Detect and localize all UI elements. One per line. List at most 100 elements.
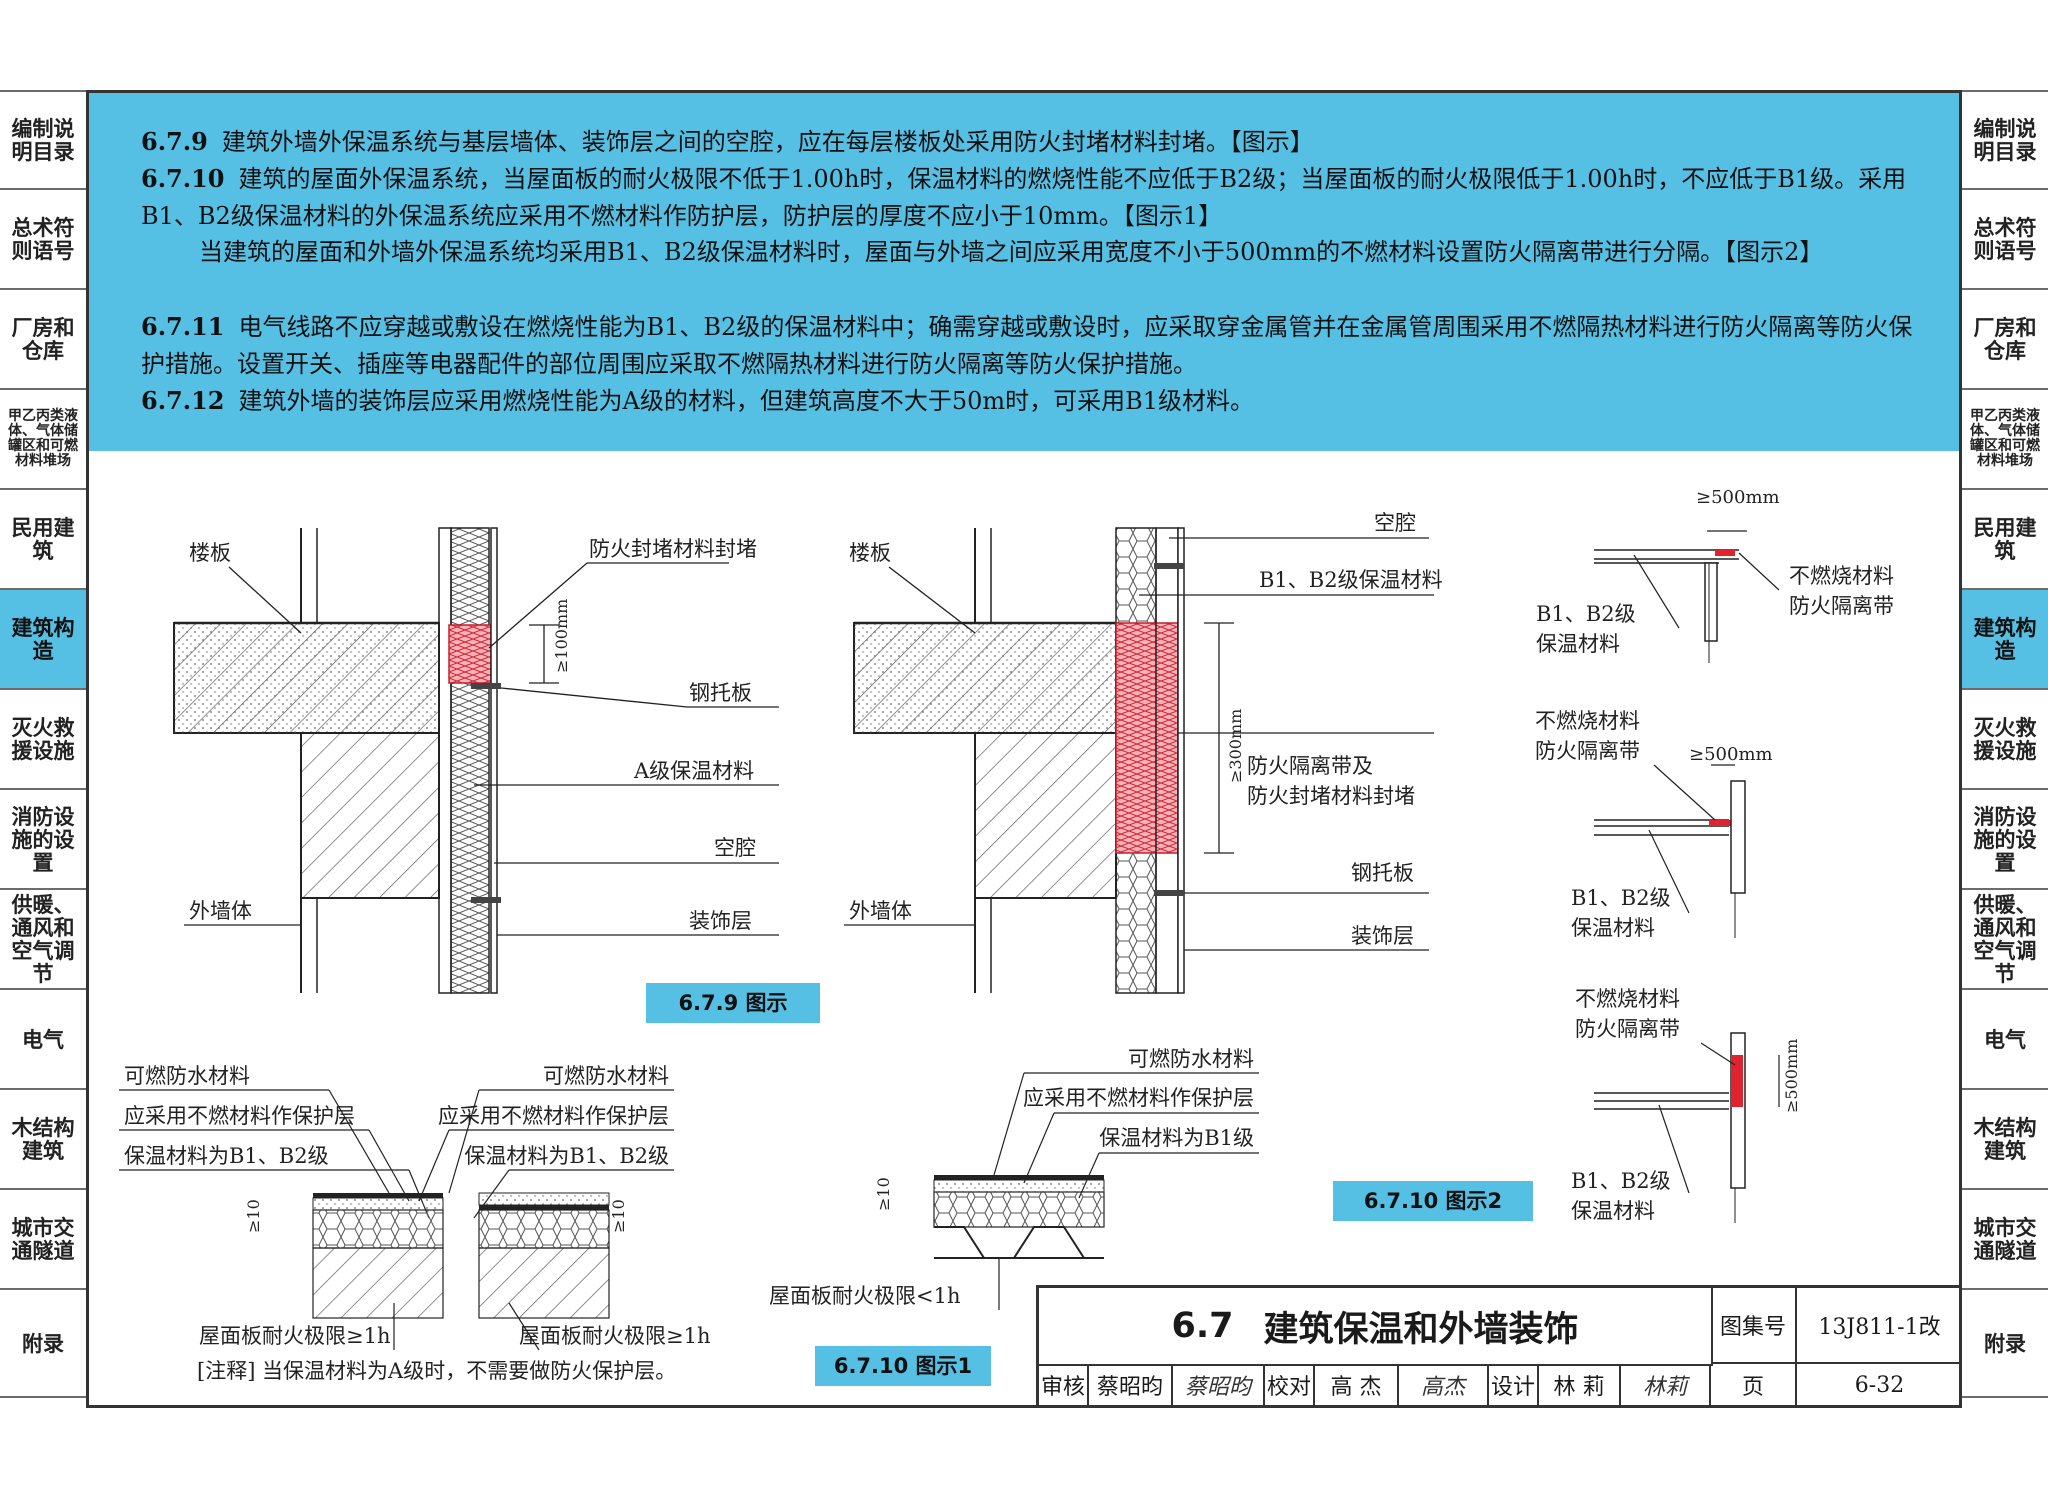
parapet3-insul-1: B1、B2级 [1571, 1169, 1671, 1193]
fig1-cavity-label: 空腔 [714, 836, 756, 860]
atlas-number: 13J811-1改 [1797, 1288, 1962, 1364]
fig2-band-label-1: 防火隔离带及 [1247, 754, 1373, 778]
roof3-insul-label: 保温材料为B1级 [1099, 1126, 1254, 1150]
roof1-protect-label: 应采用不燃材料作保护层 [124, 1104, 355, 1128]
tab-intro[interactable]: 编制说明目录 [0, 90, 86, 188]
fig1-wall-label: 外墙体 [189, 899, 252, 923]
parapet1-band-2: 防火隔离带 [1789, 594, 1894, 618]
tab-civil[interactable]: 民用建筑 [0, 488, 86, 588]
roof1-waterproof-label: 可燃防水材料 [124, 1064, 250, 1088]
tab-rescue[interactable]: 灭火救援设施 [1962, 688, 2048, 788]
title-block: 6.7 建筑保温和外墙装饰 图集号 13J811-1改 审核 蔡昭昀 蔡昭昀 校… [1036, 1285, 1962, 1408]
roof-detail-2: 可燃防水材料 应采用不燃材料作保护层 保温材料为B1、B2级 ≥10 屋面板耐火… [418, 1064, 710, 1351]
section-number: 6.7 [1171, 1306, 1234, 1346]
tab-civil[interactable]: 民用建筑 [1962, 488, 2048, 588]
fig2-dim-label: ≥300mm [1226, 709, 1245, 783]
roof1-dim-label: ≥10 [244, 1199, 263, 1233]
roof1-insul-label: 保温材料为B1、B2级 [124, 1144, 329, 1168]
tab-intro[interactable]: 编制说明目录 [1962, 90, 2048, 188]
roof3-protect-label: 应采用不燃材料作保护层 [1023, 1086, 1254, 1110]
reviewer-signature: 蔡昭昀 [1173, 1364, 1265, 1408]
checker-signature: 高杰 [1399, 1364, 1489, 1408]
check-label: 校对 [1265, 1364, 1315, 1408]
tab-electric[interactable]: 电气 [1962, 988, 2048, 1088]
tab-timber[interactable]: 木结构建筑 [1962, 1088, 2048, 1188]
tab-storage[interactable]: 甲乙丙类液体、气体储罐区和可燃材料堆场 [1962, 388, 2048, 488]
fig2-band-label-2: 防火封堵材料封堵 [1247, 784, 1415, 808]
fig1-bracket-label: 钢托板 [689, 681, 752, 705]
roof2-waterproof-label: 可燃防水材料 [543, 1064, 669, 1088]
parapet-detail-3: ≥500mm 不燃烧材料 防火隔离带 B1、B2级 保温材料 [1571, 987, 1801, 1223]
parapet2-insul-2: 保温材料 [1571, 916, 1655, 940]
fig1-finish-label: 装饰层 [689, 909, 752, 933]
parapet1-insul-2: 保温材料 [1536, 632, 1620, 656]
roof1-fire-label: 屋面板耐火极限≥1h [199, 1324, 390, 1348]
tab-terms[interactable]: 总术符则语号 [0, 188, 86, 288]
fig2-cavity-label: 空腔 [1374, 511, 1416, 535]
parapet3-band-2: 防火隔离带 [1575, 1017, 1680, 1041]
tab-terms[interactable]: 总术符则语号 [1962, 188, 2048, 288]
caption-6-7-10-2: 6.7.10 图示2 [1333, 1181, 1533, 1221]
fig1-dim-label: ≥100mm [552, 599, 571, 673]
parapet1-band-1: 不燃烧材料 [1789, 564, 1894, 588]
parapet1-insul-1: B1、B2级 [1536, 602, 1636, 626]
tab-construction[interactable]: 建筑构造 [0, 588, 86, 688]
tab-factory[interactable]: 厂房和仓库 [1962, 288, 2048, 388]
designer-name: 林 莉 [1539, 1364, 1621, 1408]
tab-fire-facilities[interactable]: 消防设施的设置 [1962, 788, 2048, 888]
tab-storage[interactable]: 甲乙丙类液体、气体储罐区和可燃材料堆场 [0, 388, 86, 488]
tab-hvac[interactable]: 供暖、通风和空气调节 [1962, 888, 2048, 988]
parapet2-band-1: 不燃烧材料 [1535, 709, 1640, 733]
tab-appendix[interactable]: 附录 [0, 1288, 86, 1398]
page-number: 6-32 [1797, 1364, 1962, 1408]
fig2-bracket-label: 钢托板 [1351, 861, 1414, 885]
design-label: 设计 [1489, 1364, 1539, 1408]
parapet-detail-1: ≥500mm 不燃烧材料 防火隔离带 B1、B2级 保温材料 [1536, 487, 1894, 663]
tab-factory[interactable]: 厂房和仓库 [0, 288, 86, 388]
roof2-insul-label: 保温材料为B1、B2级 [464, 1144, 669, 1168]
tab-hvac[interactable]: 供暖、通风和空气调节 [0, 888, 86, 988]
roof3-waterproof-label: 可燃防水材料 [1128, 1047, 1254, 1071]
parapet2-insul-1: B1、B2级 [1571, 886, 1671, 910]
roof2-dim-label: ≥10 [609, 1199, 628, 1233]
checker-name: 高 杰 [1315, 1364, 1399, 1408]
parapet-detail-2: 不燃烧材料 防火隔离带 ≥500mm B1、B2级 保温材料 [1535, 709, 1773, 940]
roof2-fire-label: 屋面板耐火极限≥1h [519, 1324, 710, 1348]
fig-6-7-9-detail-2: 楼板 空腔 B1、B2级保温材料 ≥300mm 防火隔离带及 防火封堵材料封堵 … [844, 511, 1443, 994]
tab-timber[interactable]: 木结构建筑 [0, 1088, 86, 1188]
parapet2-band-2: 防火隔离带 [1535, 739, 1640, 763]
parapet2-dim-label: ≥500mm [1689, 744, 1773, 765]
tab-electric[interactable]: 电气 [0, 988, 86, 1088]
atlas-label: 图集号 [1711, 1288, 1797, 1364]
page-label: 页 [1711, 1364, 1797, 1408]
tab-tunnel[interactable]: 城市交通隧道 [1962, 1188, 2048, 1288]
roof3-dim-label: ≥10 [874, 1177, 893, 1211]
clause-6-7-10-para2: 当建筑的屋面和外墙外保温系统均采用B1、B2级保温材料时，屋面与外墙之间应采用宽… [199, 238, 1824, 266]
tab-appendix[interactable]: 附录 [1962, 1288, 2048, 1398]
tab-tunnel[interactable]: 城市交通隧道 [0, 1188, 86, 1288]
roof3-fire-label: 屋面板耐火极限<1h [769, 1284, 960, 1308]
reviewer-name: 蔡昭昀 [1089, 1364, 1173, 1408]
parapet3-dim-label: ≥500mm [1782, 1039, 1801, 1113]
tab-rescue[interactable]: 灭火救援设施 [0, 688, 86, 788]
caption-6-7-10-1: 6.7.10 图示1 [815, 1346, 991, 1386]
caption-6-7-9: 6.7.9 图示 [646, 983, 820, 1023]
roof-detail-3: 可燃防水材料 应采用不燃材料作保护层 保温材料为B1级 ≥10 屋面板耐火极限<… [769, 1047, 1259, 1310]
roof-detail-1: 可燃防水材料 应采用不燃材料作保护层 保温材料为B1、B2级 ≥10 屋面板耐火… [119, 1064, 444, 1350]
review-label: 审核 [1039, 1364, 1089, 1408]
detail-drawings: 楼板 防火封堵材料封堵 ≥100mm 钢托板 A级保温材料 空腔 外墙体 装饰层 [119, 487, 1894, 1383]
designer-signature: 林莉 [1621, 1364, 1711, 1408]
fig2-slab-label: 楼板 [849, 541, 891, 565]
sheet-title: 6.7 建筑保温和外墙装饰 [1039, 1288, 1713, 1366]
fig2-wall-label: 外墙体 [849, 899, 912, 923]
tab-construction[interactable]: 建筑构造 [1962, 588, 2048, 688]
parapet3-insul-2: 保温材料 [1571, 1199, 1655, 1223]
tab-fire-facilities[interactable]: 消防设施的设置 [0, 788, 86, 888]
fig-6-7-9-detail: 楼板 防火封堵材料封堵 ≥100mm 钢托板 A级保温材料 空腔 外墙体 装饰层 [173, 527, 779, 994]
